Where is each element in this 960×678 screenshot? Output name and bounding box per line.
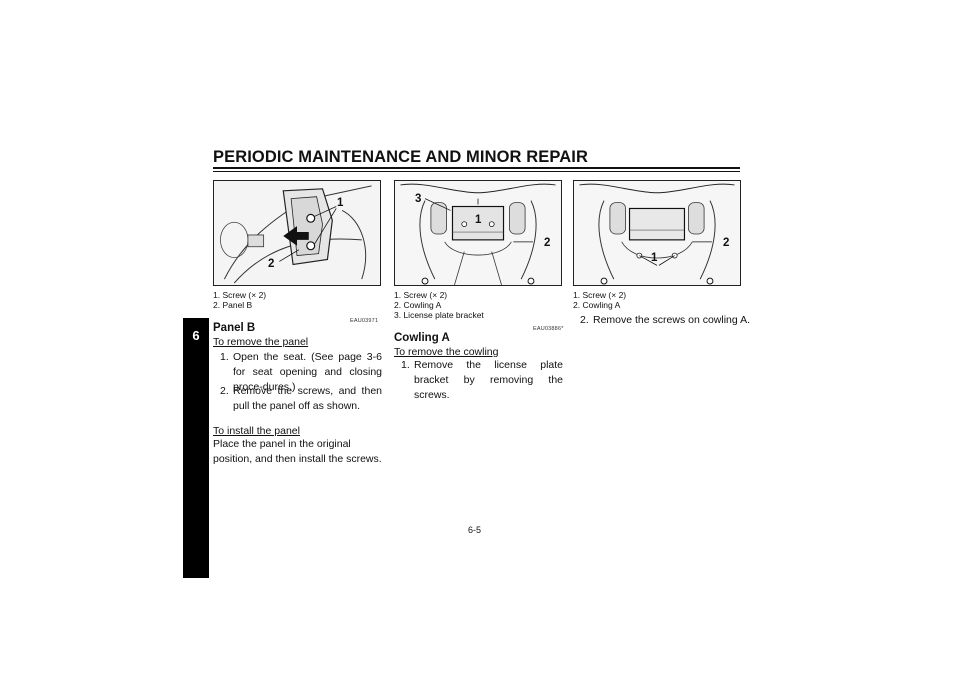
step-text: Open the seat. (See page 3-6 for seat op… xyxy=(233,351,382,393)
step-text: Remove the screws, and then pull the pan… xyxy=(233,385,382,412)
callout-1: 1 xyxy=(337,197,344,209)
callout-2: 2 xyxy=(723,237,730,249)
cowling-a-drawing xyxy=(574,181,740,285)
callout-2: 2 xyxy=(544,237,551,249)
subheading-remove: To remove the cowling xyxy=(394,346,499,358)
step-text: Remove the license plate bracket by remo… xyxy=(414,359,563,401)
subheading-remove: To remove the panel xyxy=(213,336,309,348)
step-item: 1. Open the seat. (See page 3-6 for seat… xyxy=(220,350,382,396)
step-number: 1. xyxy=(220,351,229,363)
figure-caption-line: 2. Cowling A xyxy=(394,300,442,310)
panel-b-drawing xyxy=(214,181,380,285)
page-title: PERIODIC MAINTENANCE AND MINOR REPAIR xyxy=(213,148,588,166)
header-rule-thin xyxy=(213,170,740,172)
reference-code: EAU03971 xyxy=(350,318,379,324)
step-item: 1. Remove the license plate bracket by r… xyxy=(401,358,563,401)
cowling-a-bracket-drawing xyxy=(395,181,561,285)
section-heading: Cowling A xyxy=(394,332,450,344)
step-number: 2. xyxy=(220,385,229,397)
callout-2: 2 xyxy=(268,258,275,270)
step-number: 1. xyxy=(401,359,410,371)
header-rule xyxy=(213,167,740,169)
panel-b-illustration xyxy=(213,180,381,286)
subheading-install: To install the panel xyxy=(213,425,300,437)
reference-code: EAU03886* xyxy=(533,326,564,332)
callout-1: 1 xyxy=(475,214,482,226)
figure-caption-line: 1. Screw (× 2) xyxy=(394,290,448,300)
callout-3: 3 xyxy=(415,193,422,205)
callout-1: 1 xyxy=(651,252,658,264)
step-text: Remove the screws on cowling A. xyxy=(593,314,750,326)
figure-caption-line: 2. Panel B xyxy=(213,300,253,310)
chapter-tab-number: 6 xyxy=(192,328,200,343)
step-item: 2. Remove the screws on cowling A. xyxy=(580,313,750,329)
cowling-a-bracket-illustration xyxy=(394,180,562,286)
chapter-tab: 6 xyxy=(183,318,209,578)
figure-caption-line: 1. Screw (× 2) xyxy=(213,290,267,300)
step-item: 2. Remove the screws, and then pull the … xyxy=(220,384,382,416)
page-number: 6-5 xyxy=(468,525,482,535)
figure-caption-line: 2. Cowling A xyxy=(573,300,621,310)
figure-caption-line: 1. Screw (× 2) xyxy=(573,290,627,300)
section-heading: Panel B xyxy=(213,322,256,334)
install-paragraph: Place the panel in the original position… xyxy=(213,438,382,465)
figure-caption-line: 3. License plate bracket xyxy=(394,310,484,320)
step-number: 2. xyxy=(580,314,589,326)
cowling-a-illustration xyxy=(573,180,741,286)
